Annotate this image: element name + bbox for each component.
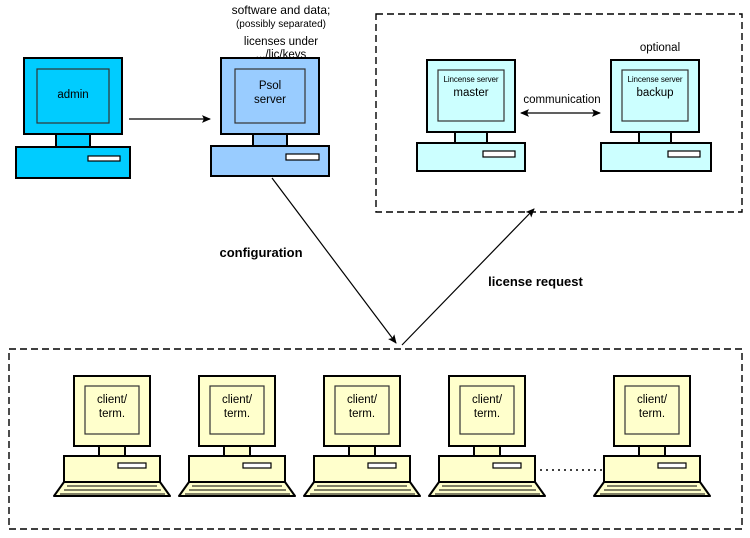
client-5-base-unit xyxy=(603,455,701,483)
client-4-screen xyxy=(459,385,515,435)
admin-screen xyxy=(36,68,110,124)
admin-monitor-neck xyxy=(55,133,91,148)
client-1-base-unit xyxy=(63,455,161,483)
license-backup-screen-sublabel: Lincense server xyxy=(627,75,683,84)
license-master-screen-label: master xyxy=(453,87,489,99)
client-1-drive-slot xyxy=(117,462,147,469)
client-5-screen-label-line1: client/ xyxy=(636,394,668,406)
client-3-keyboard-rows xyxy=(310,485,415,495)
node-admin[interactable]: admin xyxy=(14,56,132,180)
client-1-keyboard-rows xyxy=(60,485,165,495)
annotation-optional: optional xyxy=(639,42,681,54)
psol-monitor-neck xyxy=(252,133,288,147)
admin-drive-slot xyxy=(87,155,121,162)
connector-clients-to-license xyxy=(401,208,535,346)
license-backup-monitor-neck xyxy=(638,131,672,144)
client-4-base-unit xyxy=(438,455,536,483)
psol-drive-slot xyxy=(285,153,320,161)
license-backup-screen-label: backup xyxy=(636,87,674,99)
psol-base-unit xyxy=(210,145,330,177)
license-master-screen-sublabel: Lincense server xyxy=(443,75,499,84)
client-2-screen-label-line2: term. xyxy=(223,408,251,420)
admin-base-unit xyxy=(15,146,131,179)
client-4-monitor-neck xyxy=(473,445,501,457)
client-2-keyboard-rows xyxy=(185,485,290,495)
license-backup-base-unit xyxy=(600,142,712,172)
client-3-screen-label-line1: client/ xyxy=(346,394,378,406)
client-2-drive-slot xyxy=(242,462,272,469)
annotation-software-and-data: software and data; xyxy=(231,3,331,17)
psol-screen-label-line1: Psol xyxy=(258,80,282,92)
label-communication: communication xyxy=(523,94,601,106)
admin-screen-label: admin xyxy=(57,89,89,101)
node-license-server-master[interactable]: Lincense server master xyxy=(416,58,527,176)
client-3-drive-slot xyxy=(367,462,397,469)
client-1-screen-label-line1: client/ xyxy=(96,394,128,406)
node-client-1[interactable]: client/ term. xyxy=(52,374,176,498)
annotation-licenses-under: licenses under xyxy=(243,36,319,48)
license-server-group-box xyxy=(375,13,743,213)
node-client-2[interactable]: client/ term. xyxy=(177,374,301,498)
client-3-monitor-neck xyxy=(348,445,376,457)
client-4-screen-label-line2: term. xyxy=(473,408,501,420)
license-master-monitor-neck xyxy=(454,131,488,144)
client-5-drive-slot xyxy=(657,462,687,469)
client-2-screen xyxy=(209,385,265,435)
client-2-monitor-neck xyxy=(223,445,251,457)
client-4-screen-label-line1: client/ xyxy=(471,394,503,406)
client-5-screen xyxy=(624,385,680,435)
client-2-screen-label-line1: client/ xyxy=(221,394,253,406)
client-2-base-unit xyxy=(188,455,286,483)
client-5-monitor-neck xyxy=(638,445,666,457)
node-client-3[interactable]: client/ term. xyxy=(302,374,426,498)
node-client-5[interactable]: client/ term. xyxy=(592,374,716,498)
license-master-drive-slot xyxy=(482,150,516,158)
annotation-possibly-separated: (possibly separated) xyxy=(235,19,327,30)
client-1-screen-label-line2: term. xyxy=(98,408,126,420)
node-license-server-backup[interactable]: Lincense server backup xyxy=(600,58,713,176)
connector-psol-to-clients xyxy=(271,177,397,344)
client-4-drive-slot xyxy=(492,462,522,469)
license-backup-drive-slot xyxy=(667,150,701,158)
node-psol-server[interactable]: Psol server xyxy=(209,56,331,178)
client-3-base-unit xyxy=(313,455,411,483)
client-3-screen-label-line2: term. xyxy=(348,408,376,420)
node-client-4[interactable]: client/ term. xyxy=(427,374,551,498)
client-1-monitor-neck xyxy=(98,445,126,457)
label-configuration: configuration xyxy=(219,245,303,260)
license-backup-screen xyxy=(621,69,689,122)
client-1-screen xyxy=(84,385,140,435)
client-5-screen-label-line2: term. xyxy=(638,408,666,420)
psol-screen-label-line2: server xyxy=(254,94,286,106)
psol-screen xyxy=(234,68,306,124)
client-5-keyboard-rows xyxy=(600,485,705,495)
client-4-keyboard-rows xyxy=(435,485,540,495)
license-master-screen xyxy=(437,69,505,122)
client-group-box xyxy=(8,348,743,530)
client-3-screen xyxy=(334,385,390,435)
label-license-request: license request xyxy=(488,274,583,289)
